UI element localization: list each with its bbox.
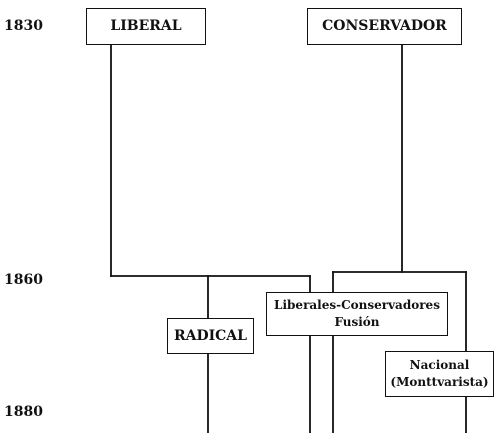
conservador-party-label: CONSERVADOR bbox=[322, 18, 447, 34]
radical-party-box: RADICAL bbox=[167, 318, 254, 354]
liberal-party-box: LIBERAL bbox=[86, 8, 206, 45]
year-1830-label: 1830 bbox=[4, 18, 43, 34]
liberal-party-label: LIBERAL bbox=[110, 18, 182, 34]
conservador-party-box: CONSERVADOR bbox=[307, 8, 462, 45]
radical-party-label: RADICAL bbox=[173, 327, 248, 344]
nacional-party-box: Nacional (Monttvarista) bbox=[385, 351, 494, 397]
fusion-party-label-line1: Liberales-Conservadores bbox=[274, 298, 440, 312]
year-1860-label: 1860 bbox=[4, 272, 43, 288]
nacional-party-label-line2: (Monttvarista) bbox=[390, 375, 489, 389]
fusion-party-label-line2: Fusión bbox=[334, 315, 380, 329]
nacional-party-label-line1: Nacional bbox=[409, 358, 470, 372]
year-1880-label: 1880 bbox=[4, 404, 43, 420]
fusion-party-box: Liberales-Conservadores Fusión bbox=[266, 292, 448, 336]
